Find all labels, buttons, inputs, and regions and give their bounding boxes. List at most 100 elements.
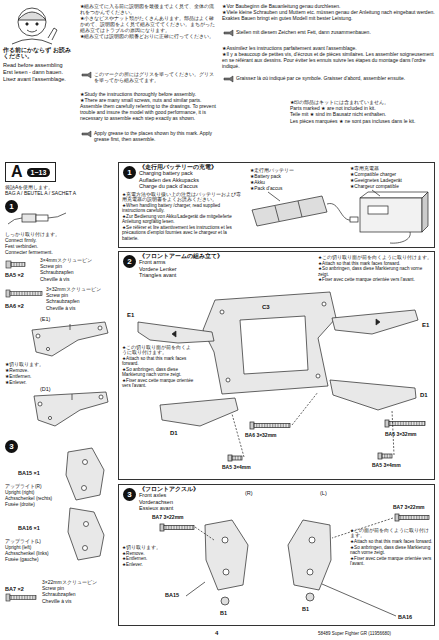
step-number: 3 (5, 440, 18, 453)
battery-and-charger-stroke (372, 190, 380, 196)
note-text: BA5 3×4mm (222, 465, 262, 471)
note-text: ★Fixer avec cette marque orientée vers l… (122, 378, 196, 389)
front-arm-assembly-stroke (385, 420, 389, 427)
front-arm-assembly-stroke (226, 378, 230, 382)
screw-pins-stroke (6, 261, 11, 268)
note-text: 58489 Super Fighter GR (11956680) (318, 631, 436, 636)
note-text: (D1) (40, 386, 64, 392)
note-text: ★この切り取り面が前を向くように取り付けます。 (318, 255, 433, 260)
heading-text: Essieux avant (139, 505, 239, 511)
step-heading: 《フロントアクスル》Front axlesVorderachsenEssieux… (139, 486, 239, 512)
note-text: ★Geeignetes Ladegerät (350, 178, 432, 184)
note-text: B1 (302, 606, 314, 612)
note-text: ★So anbringen, dass diese Markierung nac… (122, 367, 196, 378)
note-text: ★Remove. (5, 368, 61, 374)
mechanic-figure-stroke (26, 23, 28, 25)
note-text: ★Battery pack (250, 174, 330, 180)
note-text: ★切り取ります。 (5, 362, 61, 368)
note-text: ★Zur Bedienung von Akku/Ladegerät die mi… (122, 214, 242, 225)
front-axle-assembly-stroke (322, 584, 396, 616)
arm-parts (32, 322, 108, 426)
note-text: Upright (right) (5, 490, 63, 496)
note-text: BA7 3×22mm (152, 515, 196, 521)
note-text: ★Viele kleine Schrauben und Muttern etc.… (222, 10, 435, 22)
note-text: 3×4mmスクリューピン (40, 258, 114, 264)
note-text: ★Study the instructions thoroughly befor… (80, 92, 216, 98)
note-text: ★印の部品はキットには含まれていません。 (290, 100, 435, 106)
front-arm-assembly-stroke (316, 374, 320, 378)
note-text: ★この切り取り面が前を向くように取り付けます。 (122, 345, 196, 356)
step-panel: 《フロントアクスル》Front axlesVorderachsenEssieux… (118, 484, 435, 626)
arm-parts-stroke (70, 324, 71, 330)
upright-parts-stroke (84, 522, 89, 527)
heading-text: 《フロントアームの組み立て》 (139, 253, 239, 259)
battery-and-charger-stroke (327, 204, 352, 221)
note-text: Schraubzapfen (42, 592, 114, 598)
heading-text: 《走行用バッテリーの充電》 (139, 164, 239, 170)
part-label: C3 (262, 304, 278, 311)
mechanic-figure-stroke (36, 23, 38, 25)
heading-text: Front arms (139, 259, 239, 265)
note-text: ★Assimilez les instructions parfaitement… (222, 46, 435, 52)
note-text: Achsschenkel (links) (5, 551, 63, 557)
front-arm-assembly-stroke (376, 319, 380, 325)
screw-pins-stroke (6, 594, 10, 601)
note-text: ★Attach so that this mark faces forward. (122, 356, 196, 367)
part-label: E1 (127, 312, 139, 319)
battery-and-charger-stroke (350, 217, 358, 222)
note-text: Parts marked ★ are not included in kit. (290, 106, 435, 112)
part-label: D1 (170, 430, 182, 437)
screw-pins-stroke (6, 290, 10, 297)
note-text: (E1) (40, 316, 64, 322)
upright-parts (66, 448, 104, 560)
note-text: ★There are many small screws, nuts and s… (80, 98, 216, 121)
heading-text: Vorderachsen (139, 499, 239, 505)
note-text: Stellen mit diesem Zeichen erst Fett, da… (236, 30, 435, 36)
arm-parts-stroke (48, 416, 51, 419)
front-arm-assembly-stroke (378, 453, 382, 459)
step-heading: 《フロントアームの組み立て》Front armsVordere LenkerTr… (139, 253, 239, 279)
note-text: BA6 3×32mm (385, 432, 429, 438)
step-number-text: 3 (127, 491, 131, 499)
note-text: Apply grease to the places shown by this… (94, 131, 216, 143)
note-text: BA16 ×1 (18, 525, 58, 531)
front-arm-assembly-stroke (232, 456, 242, 460)
front-arm-assembly-stroke (220, 310, 224, 314)
mechanic-figure-stroke (18, 8, 46, 36)
front-arm-assembly-stroke (332, 310, 418, 334)
note-text: ★Akku (250, 180, 330, 186)
note-text: ★Fixer avec cette marque orientée vers l… (318, 277, 433, 282)
note-text: ★When handling battery /charger, read su… (122, 203, 242, 214)
note-text: 作る前にかならず お読みください。 (3, 47, 73, 60)
note-text: ★切り取ります。 (122, 545, 180, 550)
note-text: Erst lesen - dann bauen. (3, 69, 75, 75)
screw-pins-stroke (11, 263, 25, 267)
note-text: ★Attach so that this mark faces forward. (318, 261, 433, 266)
note-text: Achsschenkel (rechts) (5, 496, 63, 502)
screw-pins-stroke (10, 596, 36, 600)
note-text: ★Attach so that this mark faces forward. (350, 539, 434, 544)
note-text: Screw pin (42, 586, 114, 592)
note-text: Screw pin (40, 264, 114, 270)
note-text: ★Se référer et lire attentivement les in… (122, 225, 242, 241)
bag-text: A (11, 164, 23, 180)
upright-parts-stroke (66, 448, 104, 500)
note-text: アップライト(R) (5, 484, 63, 490)
upright-parts-stroke (83, 546, 88, 551)
note-text: Cheville à vis (40, 277, 114, 283)
grease-icon (82, 30, 233, 137)
battery-and-charger-stroke (368, 206, 388, 214)
note-text: B1 (220, 610, 232, 616)
note-text: ★組み立てに入る前に説明図を最後までよく見て、全体の流れをつかんでください。 (80, 4, 216, 16)
arm-parts-stroke (34, 392, 108, 426)
arm-parts-stroke (32, 322, 108, 356)
heading-text: Charging battery pack (139, 170, 239, 176)
heading-text: Front axles (139, 492, 239, 498)
note-text: ★Compatible charger (350, 172, 432, 178)
front-arm-assembly-stroke (292, 392, 318, 425)
front-arm-assembly-stroke (389, 422, 425, 426)
mechanic-figure-stroke (18, 12, 46, 20)
grease-icon-stroke (82, 131, 91, 137)
battery-and-charger-stroke (298, 201, 302, 217)
note-text: 袋詰Aを使用します。 (5, 185, 105, 191)
